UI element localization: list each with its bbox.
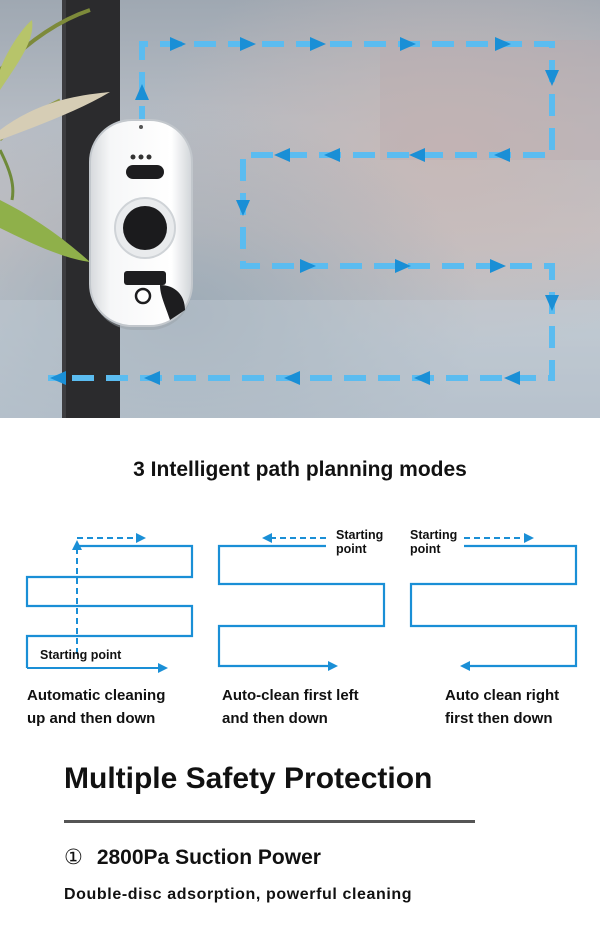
mode-diagram-right-then-down: Starting point — [408, 522, 580, 674]
feature-name: 2800Pa Suction Power — [96, 846, 321, 869]
mode-caption-2: Auto-clean first left and then down — [222, 687, 359, 727]
starting-point-label: Starting point — [40, 648, 122, 662]
section-title: Multiple Safety Protection — [64, 762, 433, 795]
path-arrows — [50, 37, 559, 385]
mode-caption-3: Auto clean right first then down — [445, 687, 560, 727]
starting-point-label: Starting point — [336, 528, 384, 556]
mode-diagram-left-then-down: Starting point — [216, 522, 388, 674]
hero-illustration — [0, 0, 600, 418]
hero-photo — [0, 0, 600, 418]
starting-point-label: Starting point — [410, 528, 458, 556]
divider — [64, 820, 475, 823]
window-cleaning-robot-icon — [89, 119, 193, 330]
feature-description: Double-disc adsorption, powerful cleanin… — [64, 886, 413, 903]
modes-title: 3 Intelligent path planning modes — [133, 458, 467, 481]
cleaning-path — [48, 41, 555, 381]
feature-heading: ① 2800Pa Suction Power — [64, 845, 321, 870]
mode-caption-1: Automatic cleaning up and then down — [27, 687, 166, 727]
feature-number: ① — [64, 845, 83, 869]
mode-diagram-up-then-down: Starting point — [24, 522, 199, 674]
plant-icon — [0, 8, 110, 262]
